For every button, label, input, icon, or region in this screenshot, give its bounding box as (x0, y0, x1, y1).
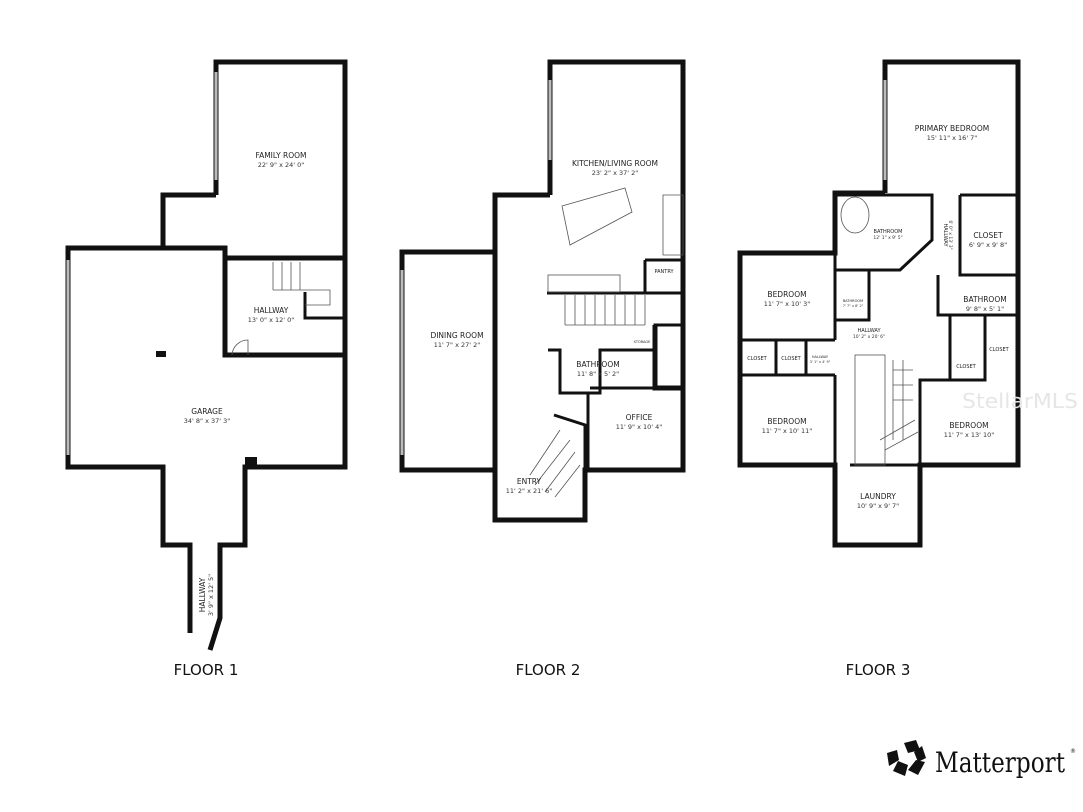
room-name: DINING ROOM (430, 331, 483, 340)
room-name: BEDROOM (949, 421, 988, 430)
room-name: CLOSET (973, 231, 1003, 240)
room-dims: 10' 2" x 20' 6" (853, 334, 885, 340)
room-dims: 12' 1" x 9' 5" (873, 235, 902, 241)
room-dims: 11' 7" x 10' 11" (762, 427, 813, 435)
room-name: CLOSET (781, 356, 801, 362)
watermark: StellarMLS (962, 389, 1078, 413)
room-name: HALLWAY (254, 306, 289, 315)
room-name: FAMILY ROOM (255, 151, 306, 160)
room-dims: 3' 1" x 4' 9" (810, 360, 831, 364)
floor-1-plan (65, 59, 348, 651)
room-labels: FAMILY ROOM 22' 9" x 24' 0" HALLWAY 13' … (184, 124, 1010, 616)
room-name: STORAGE (634, 340, 651, 344)
room-name: BATHROOM (874, 229, 903, 235)
room-dims: 7' 7" x 8' 2" (843, 304, 864, 308)
matterport-logo: Matterport ® (887, 740, 1076, 779)
room-name: PANTRY (654, 269, 674, 275)
room-dims: 11' 9" x 10' 4" (616, 423, 662, 431)
room-name: HALLWAY (198, 577, 207, 612)
room-name: ENTRY (517, 477, 542, 486)
matterport-logo-icon (887, 740, 926, 776)
room-name: BATHROOM (576, 360, 619, 369)
room-dims: 11' 7" x 27' 2" (434, 341, 480, 349)
room-name: OFFICE (626, 413, 653, 422)
room-dims: 34' 8" x 37' 3" (184, 417, 230, 425)
registered-mark: ® (1070, 748, 1076, 755)
room-dims: 3' 9" x 12' 5" (207, 574, 215, 616)
room-dims: 22' 9" x 24' 0" (258, 161, 304, 169)
room-name: KITCHEN/LIVING ROOM (572, 159, 658, 168)
room-dims: 10' 9" x 9' 7" (857, 502, 899, 510)
room-dims: 11' 2" x 21' 6" (506, 487, 552, 495)
room-dims: 15' 11" x 16' 7" (927, 134, 978, 142)
room-dims: 11' 7" x 10' 3" (764, 300, 810, 308)
floor-3-label: FLOOR 3 (846, 661, 911, 679)
floor-2-label: FLOOR 2 (516, 661, 581, 679)
room-dims: 6' 9" x 9' 8" (969, 241, 1007, 249)
room-name: BEDROOM (767, 417, 806, 426)
room-dims: 9' 8" x 5' 1" (966, 305, 1004, 313)
room-name: CLOSET (747, 356, 767, 362)
floor-3-plan (737, 59, 1021, 548)
room-dims: 11' 8" x 5' 2" (577, 370, 619, 378)
room-name: BATHROOM (843, 299, 863, 303)
room-name: GARAGE (191, 407, 223, 416)
room-dims: 6' 0" x 13' 3" (947, 220, 953, 249)
room-name: BATHROOM (963, 295, 1006, 304)
room-name: BEDROOM (767, 290, 806, 299)
room-name: HALLWAY (857, 328, 881, 334)
room-name: HALLWAY (942, 223, 948, 247)
room-name: HALLWAY (812, 355, 829, 359)
room-name: LAUNDRY (860, 492, 896, 501)
room-dims: 13' 0" x 12' 0" (248, 316, 294, 324)
room-dims: 11' 7" x 13' 10" (944, 431, 995, 439)
room-name: CLOSET (989, 347, 1009, 353)
room-name: PRIMARY BEDROOM (915, 124, 989, 133)
floor-2-plan (399, 59, 686, 523)
logo-text: Matterport (935, 746, 1066, 779)
room-name: CLOSET (956, 364, 976, 370)
floor-1-label: FLOOR 1 (174, 661, 239, 679)
room-dims: 23' 2" x 37' 2" (592, 169, 638, 177)
